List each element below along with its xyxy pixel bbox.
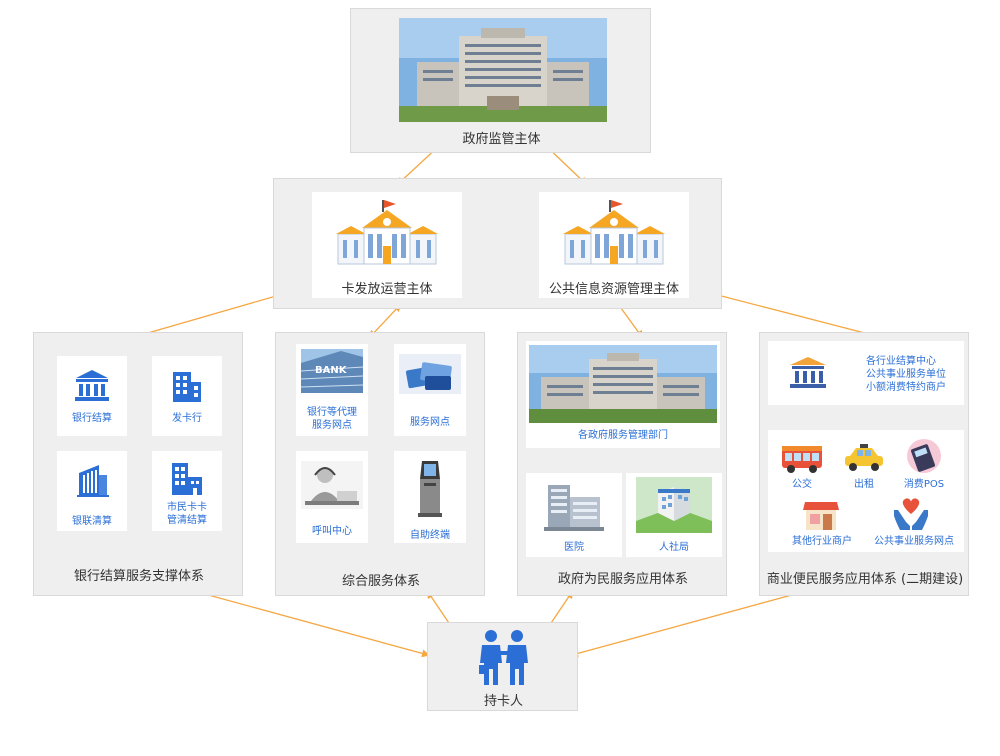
card-info-manager: 公共信息资源管理主体 [539,192,689,298]
service-point-label: 服务网点 [410,417,450,428]
building-icon [332,198,442,268]
card-bank-settlement: 银行结算 [57,356,127,436]
hospital-photo [540,477,608,533]
heart-hands-icon [892,496,930,532]
pos-terminal-icon [904,438,944,474]
gov-dept-label: 各政府服务管理部门 [578,430,668,441]
arrow-commerce [704,289,882,340]
callcenter-photo [301,461,363,509]
people-icon [474,629,534,687]
bank-system-title: 银行结算服务支撑体系 [73,569,204,584]
operator-label: 卡发放运营主体 [341,282,433,297]
call-center-label: 呼叫中心 [312,526,352,537]
operators-box: 卡发放运营主体 公共信息资源管理主体 [273,178,722,309]
card-service-point: 服务网点 [394,344,466,436]
bank-photo: BANK [301,349,363,393]
settlement-line-3: 小额消费特约商户 [866,382,946,393]
bank-agent-label: 银行等代理 服务网点 [307,407,357,431]
card-operator: 卡发放运营主体 [312,192,462,298]
info-manager-label: 公共信息资源管理主体 [548,282,679,297]
bank-outline-icon [788,355,828,391]
gov-supervision-label: 政府监管主体 [462,132,541,147]
service-system-title: 综合服务体系 [341,574,420,589]
card-hospital: 医院 [526,473,622,557]
card-issuer: 发卡行 [152,356,222,436]
bus-label: 公交 [792,479,812,490]
skyscraper-icon [75,463,109,497]
svg-text:BANK: BANK [315,365,348,376]
gov-system-title: 政府为民服务应用体系 [557,572,688,587]
shop-icon [802,498,840,532]
card-gov-dept: 各政府服务管理部门 [526,341,720,448]
taxi-icon [842,442,886,474]
arrow-bank [132,289,292,340]
hospital-label: 医院 [564,542,584,553]
taxi-label: 出租 [854,479,874,490]
arrow-holder-bank [188,587,430,658]
shop-label: 其他行业商户 [792,536,852,547]
commerce-system-box: 各行业结算中心 公共事业服务单位 小额消费特约商户 公交 出租 消费POS 其他… [759,332,969,596]
gov-supervision-box: 政府监管主体 [350,8,651,153]
bank-icon [74,368,110,402]
unionpay-label: 银联清算 [72,516,112,527]
card-social-bureau: 人社局 [626,473,722,557]
cardholder-box: 持卡人 [427,622,578,711]
service-system-box: BANK 银行等代理 服务网点 服务网点 呼叫中心 自助终端 综合服务体系 [275,332,485,596]
commerce-system-title: 商业便民服务应用体系 (二期建设) [766,572,964,587]
gov-dept-photo [529,345,717,423]
gov-system-box: 各政府服务管理部门 医院 人社局 政府为民服务应用体系 [517,332,727,596]
card-citizen-card: 市民卡卡 管清结算 [152,451,222,531]
card-call-center: 呼叫中心 [296,451,368,543]
settlement-line-2: 公共事业服务单位 [866,369,946,380]
cardholder-label: 持卡人 [483,694,523,709]
social-bureau-label: 人社局 [659,542,689,553]
card-merchants: 公交 出租 消费POS 其他行业商户 公共事业服务网点 [768,430,964,552]
bus-icon [780,442,824,474]
kiosk-photo [416,459,444,517]
card-kiosk: 自助终端 [394,451,466,543]
office-building-icon [171,368,203,402]
issuer-label: 发卡行 [172,413,202,424]
pos-label: 消费POS [903,479,945,490]
arrow-holder-commerce [570,587,812,658]
bank-settlement-label: 银行结算 [72,413,112,424]
social-bureau-photo [636,477,712,533]
cards-photo [399,354,461,394]
card-unionpay: 银联清算 [57,451,127,531]
card-bank-agent: BANK 银行等代理 服务网点 [296,344,368,436]
city-buildings-icon [170,461,204,495]
bank-system-box: 银行结算 发卡行 银联清算 市民卡卡 管清结算 银行结算服务支撑体系 [33,332,243,596]
gov-building-photo [399,18,607,122]
public-utility-label: 公共事业服务网点 [874,536,954,547]
building-icon [559,198,669,268]
kiosk-label: 自助终端 [410,530,450,541]
citizen-card-label: 市民卡卡 管清结算 [167,502,207,526]
settlement-line-1: 各行业结算中心 [866,356,936,367]
card-settlement-centers: 各行业结算中心 公共事业服务单位 小额消费特约商户 [768,341,964,405]
